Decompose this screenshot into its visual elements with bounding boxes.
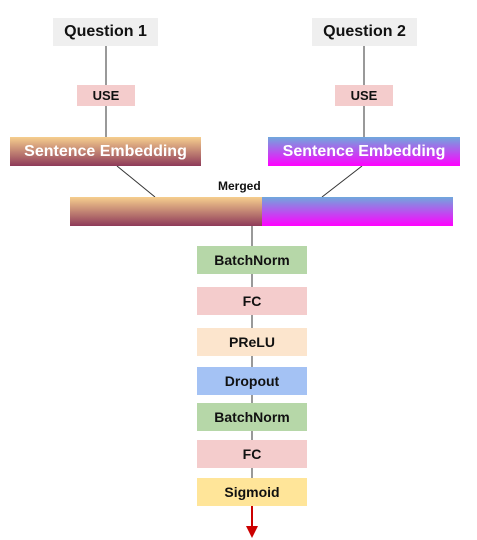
embedding-left-label: Sentence Embedding: [24, 142, 187, 160]
question-2-box: Question 2: [312, 18, 417, 46]
layer-sigmoid: Sigmoid: [197, 478, 307, 506]
merged-bar-left-half: [70, 197, 262, 226]
use-encoder-left: USE: [77, 85, 135, 106]
layer-prelu: PReLU: [197, 328, 307, 356]
sentence-embedding-left: Sentence Embedding: [10, 137, 201, 166]
sentence-embedding-right: Sentence Embedding: [268, 137, 460, 166]
layer-label: FC: [242, 293, 262, 309]
layer-fc-2: FC: [197, 440, 307, 468]
use-encoder-right: USE: [335, 85, 393, 106]
layer-batchnorm-2: BatchNorm: [197, 403, 307, 431]
layer-label: Dropout: [224, 373, 280, 389]
layer-fc-1: FC: [197, 287, 307, 315]
layer-label: BatchNorm: [214, 409, 290, 425]
merged-bar-right-half: [261, 197, 453, 226]
merged-label: Merged: [218, 179, 261, 193]
layer-label: Sigmoid: [224, 484, 280, 500]
merged-bar: [70, 197, 453, 226]
use-left-label: USE: [92, 88, 120, 103]
layer-dropout: Dropout: [197, 367, 307, 395]
layer-batchnorm-1: BatchNorm: [197, 246, 307, 274]
question-1-box: Question 1: [53, 18, 158, 46]
question-2-label: Question 2: [323, 23, 406, 40]
use-right-label: USE: [350, 88, 378, 103]
layer-label: BatchNorm: [214, 252, 290, 268]
question-1-label: Question 1: [64, 23, 147, 40]
layer-label: FC: [242, 446, 262, 462]
embedding-right-label: Sentence Embedding: [282, 142, 446, 160]
layer-label: PReLU: [229, 334, 275, 350]
output-arrow-head: [246, 526, 258, 538]
